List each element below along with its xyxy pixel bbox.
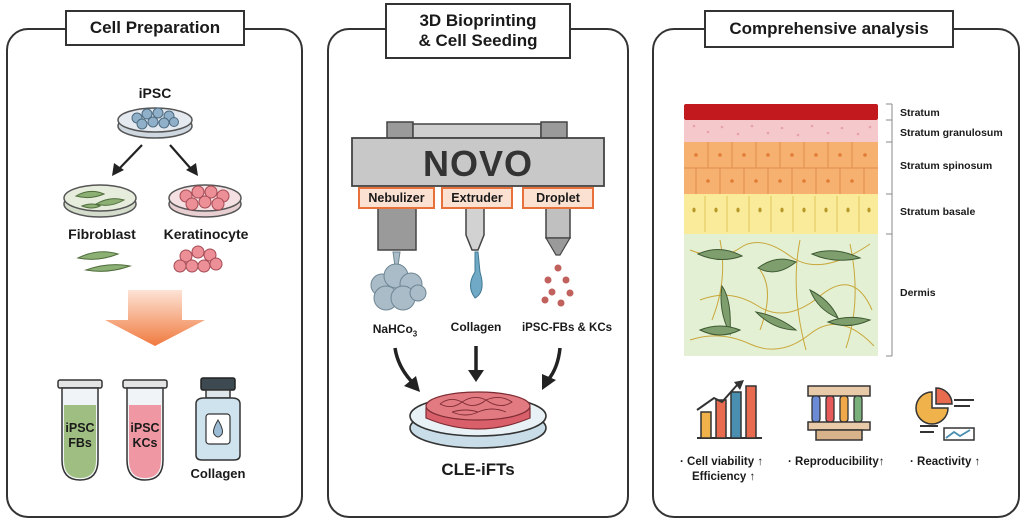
printer-name: NOVO — [422, 143, 533, 184]
cle-ifts-label: CLE-iFTs — [441, 460, 515, 479]
cell-preparation-title: Cell Preparation — [65, 10, 245, 46]
dermis-fibroblasts-icon — [696, 249, 872, 336]
collagen-bottle-icon — [195, 377, 241, 461]
nahco3-label: NaHCo3 — [360, 322, 430, 338]
printer-body-icon — [351, 137, 605, 187]
metric-reactivity: · Reactivity ↑ — [910, 456, 981, 468]
nahco3-subscript: 3 — [412, 329, 418, 339]
layer-label-spinosum: Stratum spinosum — [900, 160, 993, 172]
layer-label-stratum: Stratum — [900, 107, 940, 119]
ipsc-label: iPSC — [138, 85, 172, 101]
analysis-title: Comprehensive analysis — [704, 10, 954, 48]
droplet-cells-icon — [541, 264, 574, 307]
extruder-drop-icon — [470, 251, 483, 299]
layer-label-basale: Stratum basale — [900, 206, 976, 218]
nebulizer-spray-icon — [370, 251, 427, 311]
extruder-tag: Extruder — [441, 187, 513, 209]
ipsc-fbs-tube-label-2: FBs — [68, 436, 92, 450]
bar-chart-icon — [696, 380, 762, 439]
flow-arrow-icon — [105, 290, 205, 346]
basale-layer — [684, 194, 878, 234]
ipsc-fbs-tube-label-1: iPSC — [65, 421, 95, 435]
metric-cell-viability: · Cell viability ↑ — [680, 456, 764, 468]
collagen-bottle-label: Collagen — [190, 466, 246, 481]
layer-label-dermis: Dermis — [900, 287, 936, 299]
ipsc-kcs-tube-label-2: KCs — [132, 436, 158, 450]
stratum-layer — [684, 104, 878, 120]
bioprinting-title-line1: 3D Bioprinting — [419, 10, 537, 30]
fibroblast-dish-icon — [63, 184, 137, 218]
cells-ink-label: iPSC-FBs & KCs — [521, 322, 613, 334]
collagen-ink-label: Collagen — [450, 320, 502, 334]
metric-reproducibility: · Reproducibility↑ — [788, 456, 885, 468]
test-tubes-icon — [807, 385, 871, 441]
metric-efficiency: Efficiency ↑ — [692, 471, 756, 483]
droplet-tag: Droplet — [522, 187, 594, 209]
fibroblast-cells-icon — [76, 251, 132, 272]
granulosum-layer — [684, 120, 878, 142]
ipsc-kcs-tube-label-1: iPSC — [130, 421, 160, 435]
keratinocyte-label: Keratinocyte — [163, 226, 249, 242]
nahco3-text: NaHCo — [372, 322, 413, 336]
keratinocyte-cells-icon — [173, 245, 223, 273]
data-report-icon — [915, 387, 975, 441]
bioprinting-title: 3D Bioprinting & Cell Seeding — [385, 3, 571, 59]
keratinocyte-dish-icon — [168, 184, 242, 218]
ipsc-kcs-tube-icon — [122, 379, 168, 481]
cle-ifts-dish-icon — [409, 391, 547, 449]
layer-label-granulosum: Stratum granulosum — [900, 127, 1003, 139]
ipsc-fbs-tube-icon — [57, 379, 103, 481]
ipsc-dish-icon — [117, 107, 193, 139]
fibroblast-label: Fibroblast — [68, 226, 136, 242]
bioprinting-title-line2: & Cell Seeding — [418, 31, 538, 50]
nebulizer-tag: Nebulizer — [358, 187, 435, 209]
